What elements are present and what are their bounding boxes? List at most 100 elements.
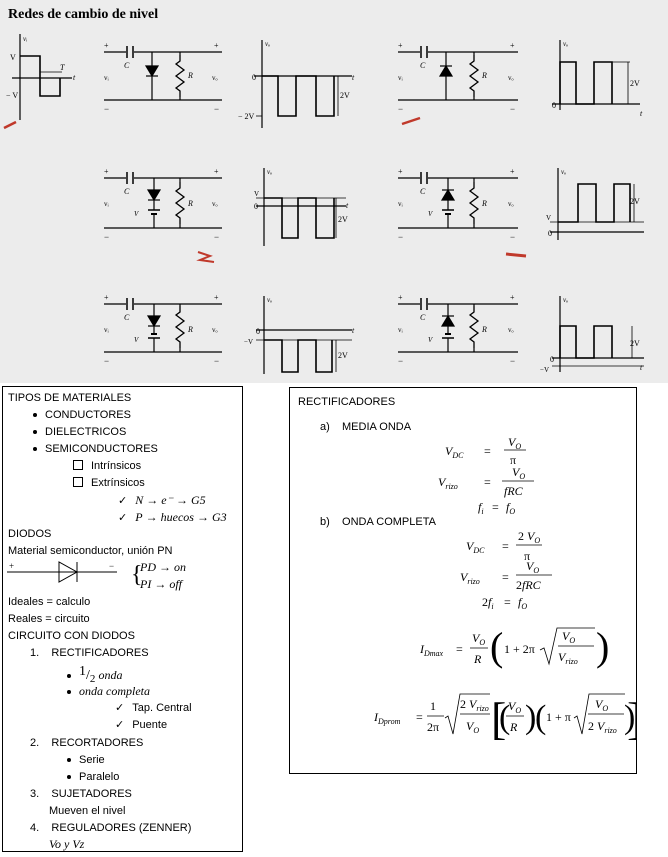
svg-text:+: + [398, 293, 403, 302]
svg-text:+: + [214, 293, 219, 302]
svg-text:V: V [134, 336, 139, 344]
svg-text:t: t [640, 109, 643, 118]
svg-text:+: + [104, 167, 109, 176]
svg-text:+: + [104, 41, 109, 50]
svg-text:[: [ [491, 693, 506, 744]
svg-text:): ) [525, 699, 536, 736]
svg-text:fRC: fRC [504, 484, 524, 498]
reguladores-note: Vo y Vz [49, 837, 85, 851]
svg-text:2V: 2V [338, 215, 348, 224]
diodos-heading: DIODOS [8, 528, 52, 540]
svg-text:−: − [104, 356, 109, 366]
left-notes-panel: TIPOS DE MATERIALES CONDUCTORES DIELECTR… [2, 386, 243, 852]
check-icon: ✓ [115, 702, 125, 714]
svg-text:fi: fi [478, 500, 484, 516]
svg-text:C: C [124, 61, 130, 70]
svg-text:−: − [104, 232, 109, 242]
svg-text:−: − [214, 356, 219, 366]
svg-text:−: − [398, 104, 403, 114]
half-wave-item: 1/2 onda [67, 663, 122, 688]
svg-text:+: + [398, 167, 403, 176]
t-axis-label: t [73, 73, 76, 82]
svg-text:0: 0 [252, 73, 256, 82]
svg-text:VO: VO [562, 629, 575, 645]
tipo-semiconductores: SEMICONDUCTORES [33, 441, 158, 458]
svg-text:t: t [346, 201, 349, 210]
svg-text:− 2V: − 2V [238, 112, 255, 121]
svg-text:R: R [509, 720, 518, 734]
svg-text:VO: VO [595, 697, 608, 713]
pd-rule: PD → on [140, 560, 186, 574]
svg-text:+: + [510, 167, 515, 176]
eq-vrizo-full: Vrizo = VO 2fRC [460, 559, 552, 592]
svg-text:Vrizo: Vrizo [460, 570, 480, 586]
svg-text:VO: VO [466, 719, 479, 735]
svg-text:+: + [214, 167, 219, 176]
svg-text:−V: −V [244, 338, 253, 346]
svg-text:Vrizo: Vrizo [558, 650, 578, 666]
output-waveform-1 [254, 40, 352, 128]
svg-text:R: R [187, 325, 193, 334]
svg-text:−V: −V [540, 366, 549, 374]
paralelo-item: Paralelo [67, 769, 119, 786]
svg-text:R: R [473, 652, 482, 666]
svg-text:): ) [624, 699, 635, 736]
vi-axis-label: vᵢ [23, 35, 27, 43]
circuit-4 [398, 171, 518, 229]
svg-text:−: − [398, 356, 403, 366]
check-icon: ✓ [115, 719, 125, 731]
svg-text:=: = [502, 570, 509, 584]
svg-text:−: − [510, 104, 515, 114]
svg-text:): ) [596, 624, 609, 669]
red-mark [3, 120, 17, 130]
eq-freq-half: fi = fO [478, 500, 515, 516]
svg-text:0: 0 [256, 327, 260, 336]
svg-text:R: R [481, 199, 487, 208]
svg-text:V: V [134, 210, 139, 218]
circuit-3 [104, 171, 222, 229]
serie-item: Serie [67, 752, 105, 769]
semi-intrinsicos: Intrínsicos [73, 458, 141, 475]
svg-text:=: = [504, 595, 511, 609]
svg-text:0: 0 [254, 202, 258, 211]
svg-text:=: = [416, 710, 423, 724]
svg-text:V: V [428, 336, 433, 344]
circuit-6 [398, 297, 518, 353]
eq-idprom: IDprom = 1 2π 2 Vrizo VO [ ( VO R ) ( 1 … [373, 693, 636, 744]
svg-text:vₒ: vₒ [267, 296, 272, 304]
svg-text:VO: VO [526, 559, 539, 575]
svg-text:vᵢ: vᵢ [398, 74, 404, 82]
svg-text:2fRC: 2fRC [516, 578, 542, 592]
svg-text:+: + [104, 293, 109, 302]
svg-text:+: + [510, 41, 515, 50]
diode-symbol: + − [7, 561, 117, 583]
media-onda-heading: a) MEDIA ONDA [320, 421, 412, 433]
svg-text:π: π [524, 549, 530, 563]
svg-text:VO: VO [508, 435, 521, 451]
svg-text:0: 0 [552, 101, 556, 110]
svg-text:(: ( [535, 699, 546, 736]
svg-text:IDprom: IDprom [373, 710, 401, 726]
ideales-line: Ideales = calculo [8, 596, 91, 608]
svg-text:fO: fO [518, 595, 527, 611]
svg-text:(: ( [499, 699, 510, 736]
svg-text:2V: 2V [630, 197, 640, 206]
sujetadores-note: Mueven el nivel [49, 805, 126, 817]
svg-text:t: t [640, 363, 643, 372]
svg-text:2fi: 2fi [482, 595, 494, 611]
clamper-diagrams: vᵢ V − V T t + vᵢ − C R + vₒ − [3, 34, 644, 374]
svg-text:vᵢ: vᵢ [398, 200, 404, 208]
input-waveform [12, 34, 72, 120]
output-waveform-3 [256, 168, 346, 246]
svg-text:VO: VO [472, 631, 485, 647]
checkbox-icon [73, 460, 83, 470]
svg-text:2V: 2V [630, 79, 640, 88]
svg-text:+: + [510, 293, 515, 302]
svg-text:=: = [484, 444, 491, 458]
svg-text:1: 1 [430, 699, 436, 713]
svg-text:R: R [187, 71, 193, 80]
tipo-conductores: CONDUCTORES [33, 407, 131, 424]
svg-text:=: = [484, 475, 491, 489]
output-waveform-5 [256, 296, 352, 374]
svg-text:Vrizo: Vrizo [438, 475, 458, 491]
